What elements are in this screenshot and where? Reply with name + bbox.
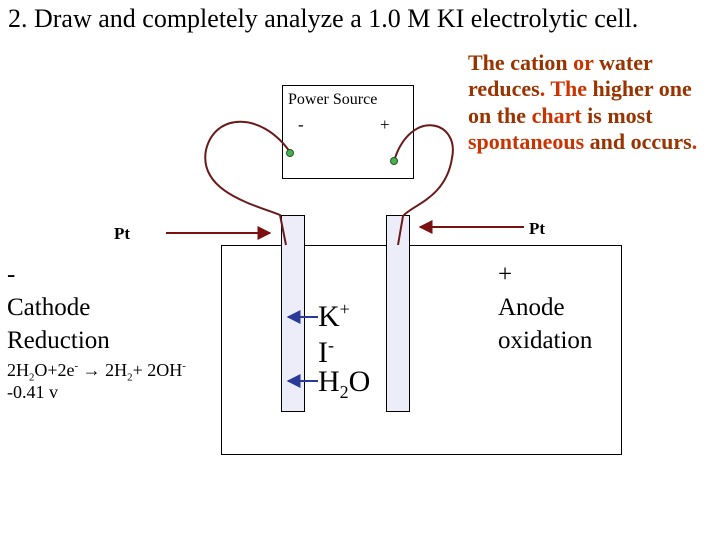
species-symbol: I (318, 336, 328, 369)
species-iodide-ion: I- (318, 336, 334, 368)
power-source-label: Power Source (288, 91, 378, 108)
note-w5: . (539, 76, 551, 102)
anode-electrode (386, 215, 410, 412)
eq-sup: - (74, 360, 79, 372)
power-minus-terminal-label: - (298, 115, 304, 134)
species-symbol: H (318, 365, 340, 398)
anode-process: oxidation (498, 327, 593, 354)
species-water: H2O (318, 365, 371, 402)
eq-part: + 2OH (132, 360, 183, 380)
eq-part: → 2H (78, 360, 128, 380)
eq-sup: - (182, 360, 186, 372)
note-w10: spontaneous (468, 129, 585, 155)
cathode-voltage: -0.41 v (7, 382, 58, 402)
species-charge: + (339, 299, 350, 319)
cathode-sign: - (7, 261, 16, 288)
note-w11: and occurs (584, 129, 692, 155)
eq-part: O+2e (34, 360, 75, 380)
anode-sign: + (498, 261, 513, 288)
right-wire (393, 124, 454, 246)
note-w2: cation (504, 50, 574, 75)
anode-label: Anode (498, 294, 565, 321)
power-plus-terminal-label: + (380, 115, 390, 134)
power-minus-terminal-dot (286, 149, 294, 157)
explanation-note: The cation or water reduces. The higher … (468, 50, 718, 156)
beaker (221, 245, 622, 455)
power-plus-terminal-dot (390, 157, 398, 165)
note-w4: water reduces (468, 50, 653, 102)
eq-sub: 2 (127, 371, 133, 384)
eq-part: 2H (7, 360, 29, 380)
note-w9: is most (581, 102, 653, 128)
species-subscript: 2 (339, 382, 349, 402)
left-wire (204, 120, 291, 246)
species-charge: - (328, 335, 334, 355)
note-w7: higher one on the (468, 76, 692, 128)
species-symbol: K (318, 300, 340, 333)
cathode-half-reaction: 2H2O+2e- → 2H2+ 2OH- (7, 360, 186, 384)
note-w6: The (550, 76, 587, 102)
note-w3: or (573, 50, 594, 75)
question-title: 2. Draw and completely analyze a 1.0 M K… (8, 4, 639, 33)
species-symbol: O (348, 365, 371, 398)
note-w12: . (691, 129, 698, 155)
cathode-process: Reduction (7, 327, 110, 354)
note-w1: The (468, 50, 505, 75)
pt-right-label: Pt (529, 219, 546, 238)
pt-left-label: Pt (114, 224, 131, 243)
note-w8: chart (531, 102, 582, 128)
eq-sub: 2 (29, 371, 35, 384)
cathode-label: Cathode (7, 294, 91, 321)
species-potassium-ion: K+ (318, 300, 350, 332)
